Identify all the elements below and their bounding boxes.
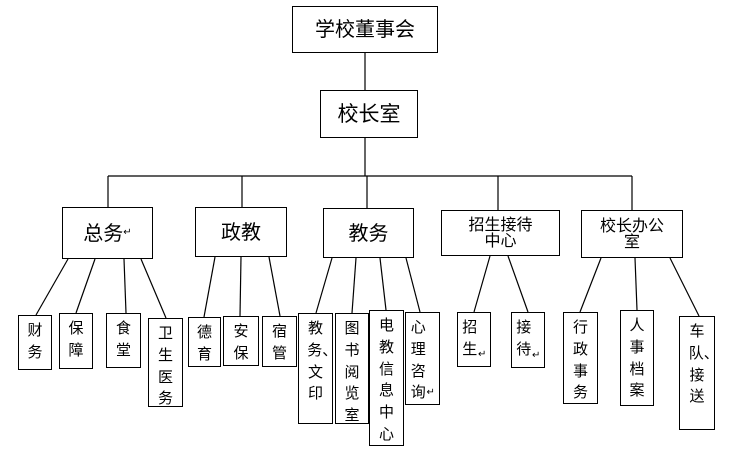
return-mark: ↵ — [123, 227, 132, 239]
connector — [239, 256, 242, 317]
connector — [75, 258, 96, 314]
node-board: 学校董事会 — [292, 6, 438, 53]
connector — [669, 257, 700, 317]
connector — [35, 258, 69, 316]
node-health: 卫生医务 — [148, 318, 183, 407]
connector — [634, 257, 638, 311]
node-label: 宿管 — [271, 322, 287, 362]
node-label: 安保 — [233, 322, 249, 362]
node-principal-office: 校长室 — [320, 90, 418, 138]
node-security: 安保 — [223, 316, 259, 366]
node-label: 心理咨询 — [410, 318, 426, 402]
node-label: 教务、文印 — [307, 319, 338, 403]
node-academic-affairs: 教务 — [323, 208, 414, 258]
node-fleet-shuttle: 车队、接送 — [679, 316, 719, 430]
node-label: 招生 — [462, 318, 478, 358]
node-label: 行政事务 — [572, 318, 588, 402]
node-academic-printing: 教务、文印 — [298, 313, 338, 424]
node-label: 财务 — [27, 321, 43, 361]
node-moral-education: 德育 — [188, 317, 221, 367]
node-reception: 接待↵ — [511, 312, 545, 368]
node-label: 德育 — [196, 323, 212, 363]
node-label: 接待 — [516, 318, 532, 358]
node-label: 总务 — [83, 220, 124, 245]
connector — [315, 257, 333, 314]
node-label: 电教信息中心 — [378, 316, 394, 443]
node-label: 教务 — [348, 220, 389, 245]
node-label: 校长办公室 — [600, 216, 665, 251]
node-label: 保障 — [68, 319, 84, 359]
node-label: 人事档案 — [629, 316, 645, 400]
connector — [351, 257, 357, 314]
node-label: 车队、接送 — [688, 322, 719, 406]
return-mark: ↵ — [426, 387, 435, 398]
node-label: 招生接待中心 — [468, 215, 533, 250]
return-mark: ↵ — [532, 350, 541, 361]
node-label: 图书阅览室 — [344, 319, 360, 424]
connector — [473, 255, 491, 313]
node-admissions: 招生↵ — [457, 312, 491, 367]
node-counseling: 心理咨询↵ — [405, 312, 440, 405]
node-logistics: 保障 — [59, 313, 93, 369]
connector — [579, 257, 602, 313]
connector — [405, 257, 421, 313]
node-library: 图书阅览室 — [335, 313, 369, 424]
node-label: 政教 — [221, 219, 261, 244]
connector — [123, 258, 127, 314]
connector — [507, 255, 529, 313]
node-principal-secretariat: 校长办公室 — [581, 210, 683, 258]
node-political-education: 政教 — [195, 207, 287, 257]
node-admin-affairs: 行政事务 — [563, 312, 598, 404]
node-label: 食堂 — [115, 319, 131, 359]
node-canteen: 食堂 — [106, 313, 141, 368]
connector — [379, 257, 387, 311]
node-label: 学校董事会 — [315, 17, 415, 41]
connector — [203, 256, 216, 318]
node-finance: 财务 — [18, 315, 52, 370]
node-personnel-records: 人事档案 — [620, 310, 654, 406]
node-label: 卫生医务 — [157, 324, 173, 408]
return-mark: ↵ — [478, 349, 487, 360]
node-label: 校长室 — [337, 101, 401, 126]
node-dormitory: 宿管 — [262, 316, 297, 367]
node-general-affairs: 总务↵ — [62, 207, 153, 259]
node-admissions-center: 招生接待中心 — [441, 210, 560, 256]
connector — [268, 256, 281, 317]
connector — [140, 258, 167, 319]
node-av-info-center: 电教信息中心 — [369, 310, 404, 446]
